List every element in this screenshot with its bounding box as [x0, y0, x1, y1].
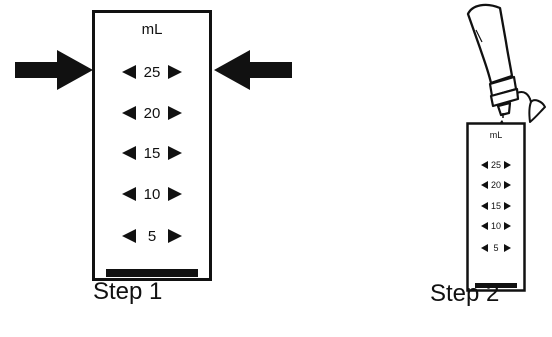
mark-25-label: 25 — [144, 64, 161, 81]
step2-mark-10-label: 10 — [491, 221, 501, 231]
step2-mark-25: 25 — [481, 160, 511, 170]
mark-15: 15 — [122, 145, 182, 162]
step-2-label: Step 2 — [430, 280, 500, 307]
step-1-label: Step 1 — [93, 278, 163, 305]
step2-mark-20-label: 20 — [491, 180, 501, 190]
step2-unit-label: mL — [490, 130, 503, 140]
mark-25: 25 — [122, 64, 182, 81]
step2-mark-5-label: 5 — [493, 243, 498, 253]
step2-mark-20: 20 — [481, 180, 511, 190]
step2-mark-25-label: 25 — [491, 160, 501, 170]
left-arrow-icon — [15, 50, 93, 90]
mark-15-label: 15 — [144, 145, 161, 162]
unit-label: mL — [142, 21, 163, 38]
step2-mark-15: 15 — [481, 201, 511, 211]
step2-mark-15-label: 15 — [491, 201, 501, 211]
measuring-cup-step1: mL 25 20 15 10 5 — [92, 10, 212, 281]
dropper-bottle-icon — [466, 3, 546, 129]
mark-5: 5 — [122, 228, 182, 245]
mark-10: 10 — [122, 186, 182, 203]
mark-10-label: 10 — [144, 186, 161, 203]
mark-20: 20 — [122, 105, 182, 122]
right-arrow-icon — [214, 50, 292, 90]
mark-20-label: 20 — [144, 105, 161, 122]
measuring-cup-step2: mL 25 20 15 10 5 — [466, 122, 526, 292]
step2-mark-5: 5 — [481, 243, 511, 253]
mark-5-label: 5 — [148, 228, 156, 245]
step2-mark-10: 10 — [481, 221, 511, 231]
